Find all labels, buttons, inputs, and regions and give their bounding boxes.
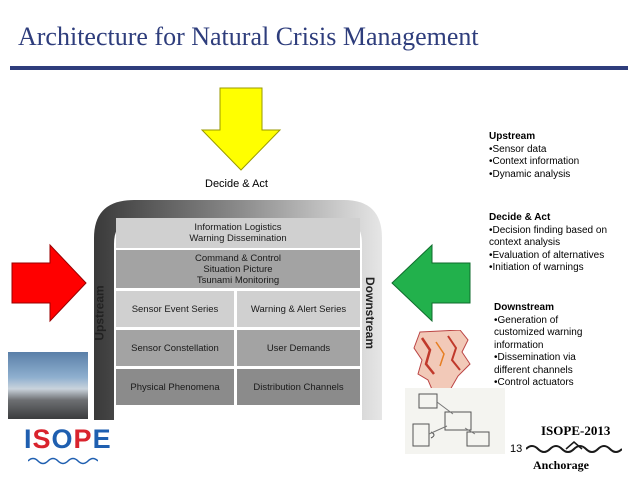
physical-phenomena-cell: Physical Phenomena [116,369,234,405]
list-item: •Decision finding based on [489,224,608,236]
list-item: •Dissemination via [494,352,576,363]
list-item: •Evaluation of alternatives [489,249,605,261]
list-item: customized warning [494,327,583,338]
downstream-vertical-label: Downstream [363,276,378,350]
user-demands-cell: User Demands [237,330,360,366]
isope-logo: ISOPE [24,424,112,454]
page-title: Architecture for Natural Crisis Manageme… [18,22,479,51]
cell-line: Situation Picture [203,263,273,275]
upstream-vertical-label: Upstream [92,285,107,341]
distribution-channels-cell: Distribution Channels [237,369,360,405]
list-item: different channels [494,364,573,376]
downstream-heading: Downstream [494,302,555,313]
downstream-panel: Downstream •Generation of customized war… [494,302,582,390]
list-item: •Sensor data [489,143,547,155]
list-item: •Initiation of warnings [489,262,584,273]
tsunami-photo [8,352,88,419]
green-left-arrow-icon [391,243,471,323]
sensor-event-series-cell: Sensor Event Series [116,291,234,327]
upstream-heading: Upstream [489,131,536,142]
decide-heading: Decide & Act [489,212,551,223]
title-rule [10,66,628,70]
cell-line: Warning Dissemination [189,233,287,244]
cell-line: Command & Control [194,252,282,264]
page-number: 13 [510,443,523,455]
list-item: •Dynamic analysis [489,168,571,180]
wave-decoration-icon [526,441,622,453]
warning-alert-series-cell: Warning & Alert Series [237,291,360,327]
yellow-down-arrow-icon [200,87,282,171]
cell-line: Information Logistics [194,222,282,233]
list-item: information [494,339,544,351]
list-item: •Generation of [494,314,559,326]
cell-line: Tsunami Monitoring [196,274,280,286]
list-item: •Control actuators [494,377,574,388]
sensor-constellation-cell: Sensor Constellation [116,330,234,366]
warning-devices-sketch [405,388,505,454]
conference-name: ISOPE-2013 [541,423,611,438]
decide-panel: Decide & Act •Decision finding based on … [489,212,607,275]
list-item: •Context information [489,156,580,167]
decide-act-label: Decide & Act [205,178,268,190]
list-item: context analysis [489,237,561,248]
isope-wave-icon [28,457,98,465]
red-right-arrow-icon [11,243,87,323]
coastal-map-graphic [413,330,471,395]
city-name: Anchorage [533,458,589,472]
upstream-panel: Upstream •Sensor data •Context informati… [489,131,579,181]
